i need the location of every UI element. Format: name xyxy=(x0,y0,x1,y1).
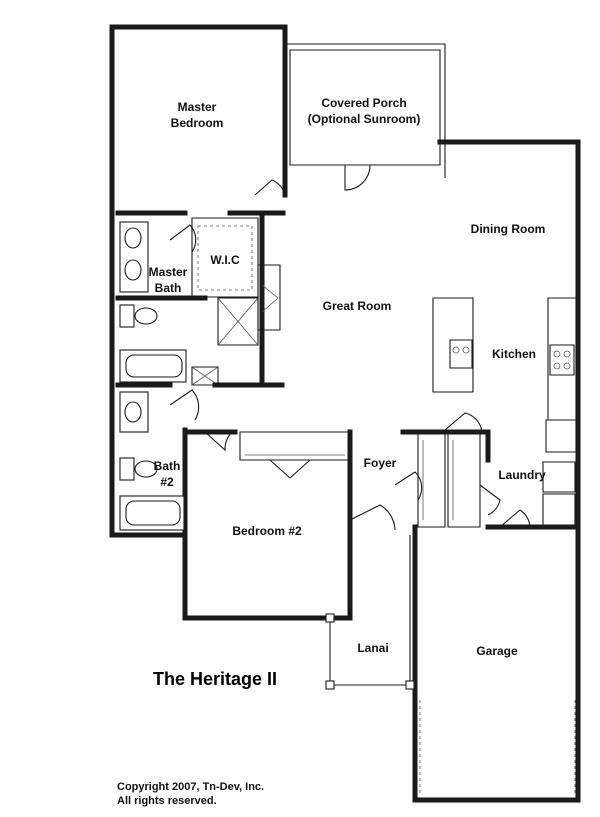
label-bath2-2: #2 xyxy=(160,475,174,489)
label-covered-porch-2: (Optional Sunroom) xyxy=(308,112,421,126)
label-master-bedroom-1: Master xyxy=(178,100,217,114)
label-bedroom2: Bedroom #2 xyxy=(232,524,302,538)
label-covered-porch-1: Covered Porch xyxy=(321,96,406,110)
label-dining-room: Dining Room xyxy=(471,222,546,236)
copyright-line-1: Copyright 2007, Tn-Dev, Inc. xyxy=(117,781,264,793)
label-garage: Garage xyxy=(476,644,518,658)
label-bath2-1: Bath xyxy=(154,459,181,473)
exterior-walls xyxy=(109,24,581,803)
label-master-bedroom-2: Bedroom xyxy=(171,116,224,130)
label-lanai: Lanai xyxy=(357,641,388,655)
label-master-bath-2: Bath xyxy=(155,281,182,295)
plan-title: The Heritage II xyxy=(153,669,277,689)
label-wic: W.I.C xyxy=(210,253,240,267)
door-swings xyxy=(169,164,531,531)
label-great-room: Great Room xyxy=(323,299,392,313)
label-foyer: Foyer xyxy=(364,456,397,470)
label-master-bath-1: Master xyxy=(149,265,188,279)
bath-fixtures xyxy=(119,221,187,531)
room-labels: Master Bedroom Covered Porch (Optional S… xyxy=(149,96,546,658)
interior-walls xyxy=(115,210,581,795)
label-kitchen: Kitchen xyxy=(492,347,536,361)
label-laundry: Laundry xyxy=(498,468,546,482)
copyright-line-2: All rights reserved. xyxy=(117,795,217,807)
